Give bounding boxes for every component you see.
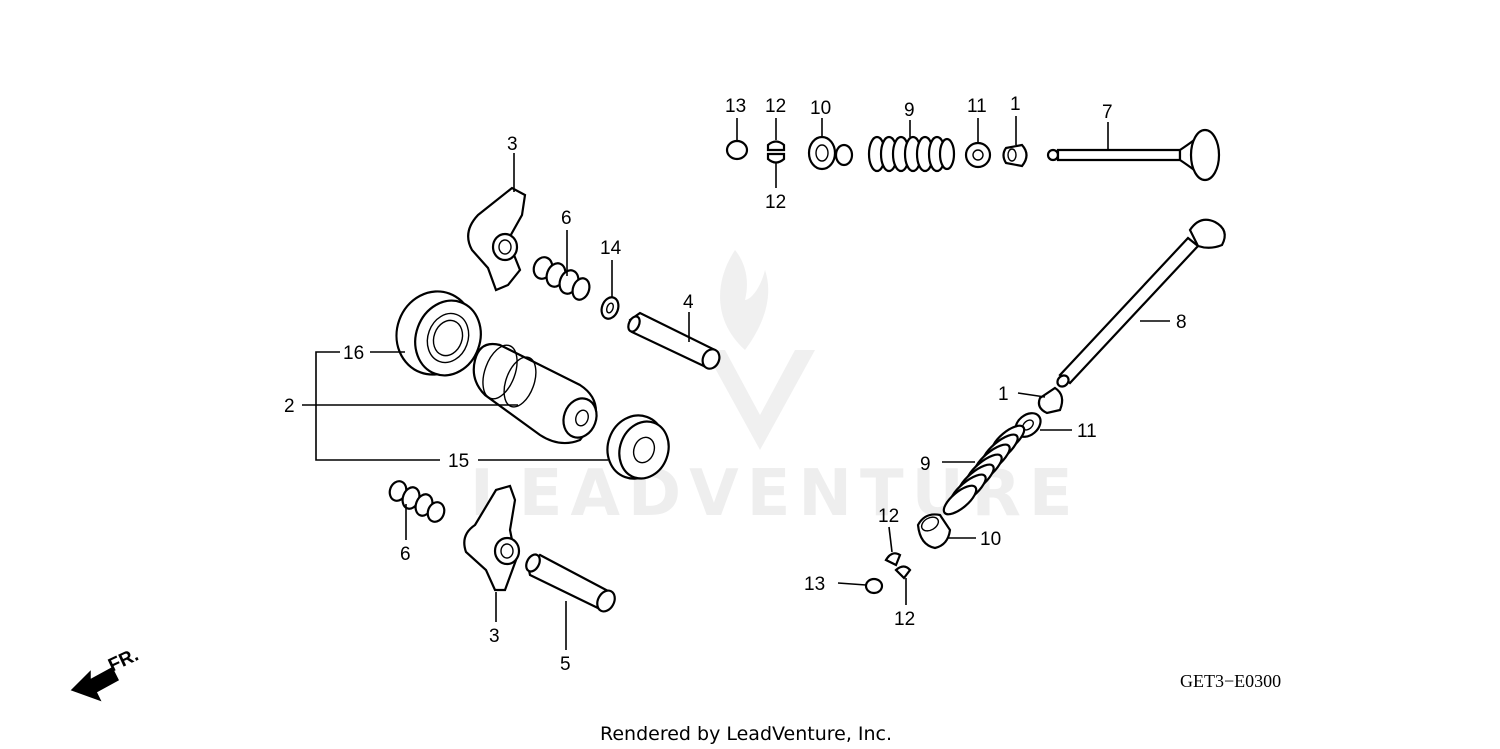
part-1-angled-seal[interactable] [1037, 386, 1064, 415]
part-6-lower-spring[interactable] [387, 479, 447, 524]
part-11-top[interactable] [964, 141, 992, 169]
callout-9[interactable]: 9 [920, 454, 931, 475]
callout-1[interactable]: 1 [1010, 94, 1021, 115]
callout-10[interactable]: 10 [810, 98, 831, 119]
part-1-top-seal[interactable] [1002, 143, 1028, 168]
front-direction-arrow: FR. [70, 645, 142, 702]
callout-3[interactable]: 3 [507, 134, 518, 155]
rocker-arm-lower[interactable] [463, 484, 521, 592]
part-12-top[interactable] [766, 140, 786, 164]
callout-4[interactable]: 4 [683, 292, 694, 313]
part-8-valve[interactable] [1055, 218, 1226, 389]
callout-14[interactable]: 14 [600, 238, 622, 259]
part-4-shaft[interactable] [626, 311, 722, 371]
callout-8[interactable]: 8 [1176, 312, 1187, 333]
part-9-top-spring[interactable] [867, 135, 956, 173]
callout-7[interactable]: 7 [1102, 102, 1113, 123]
part-6-upper-spring[interactable] [531, 255, 592, 302]
part-5-shaft[interactable] [523, 552, 618, 614]
callout-15[interactable]: 15 [448, 451, 469, 472]
callout-1[interactable]: 1 [998, 384, 1009, 405]
arrow-icon [70, 666, 119, 702]
footer-credit: Rendered by LeadVenture, Inc. [600, 723, 892, 745]
callout-6[interactable]: 6 [561, 208, 572, 229]
part-14-washer[interactable] [599, 295, 622, 321]
part-13-top[interactable] [725, 139, 749, 161]
part-15-bearing[interactable] [599, 407, 677, 486]
callout-16[interactable]: 16 [343, 343, 364, 364]
callout-2[interactable]: 2 [284, 396, 295, 417]
callout-6[interactable]: 6 [400, 544, 411, 565]
callout-12[interactable]: 12 [765, 192, 786, 213]
part-10-top[interactable] [807, 135, 854, 171]
camshaft[interactable] [472, 341, 602, 445]
top-valve-group [725, 128, 1221, 182]
callout-5[interactable]: 5 [560, 654, 571, 675]
part-10-angled[interactable] [916, 513, 952, 550]
part-16-bearing[interactable] [385, 281, 491, 386]
leader-lines [302, 116, 1170, 650]
angled-valve-group [864, 218, 1226, 595]
part-9-angled-spring[interactable] [940, 421, 1029, 519]
callout-10[interactable]: 10 [980, 529, 1001, 550]
callout-12[interactable]: 12 [878, 506, 899, 527]
callout-11[interactable]: 11 [967, 96, 987, 117]
callout-12[interactable]: 12 [765, 96, 786, 117]
callout-3[interactable]: 3 [489, 626, 500, 647]
part-12-angled[interactable] [884, 552, 912, 580]
callout-13[interactable]: 13 [725, 96, 746, 117]
callout-9[interactable]: 9 [904, 100, 915, 121]
callout-11[interactable]: 11 [1077, 421, 1097, 442]
part-13-angled[interactable] [864, 577, 884, 595]
callout-12[interactable]: 12 [894, 609, 915, 630]
diagram-code: GET3−E0300 [1180, 671, 1281, 691]
rocker-arm-upper[interactable] [467, 186, 527, 292]
callout-labels: 13 12 12 10 9 11 1 7 8 1 11 9 10 12 13 1… [284, 94, 1187, 675]
part-7-valve[interactable] [1046, 128, 1221, 182]
callout-13[interactable]: 13 [804, 574, 825, 595]
